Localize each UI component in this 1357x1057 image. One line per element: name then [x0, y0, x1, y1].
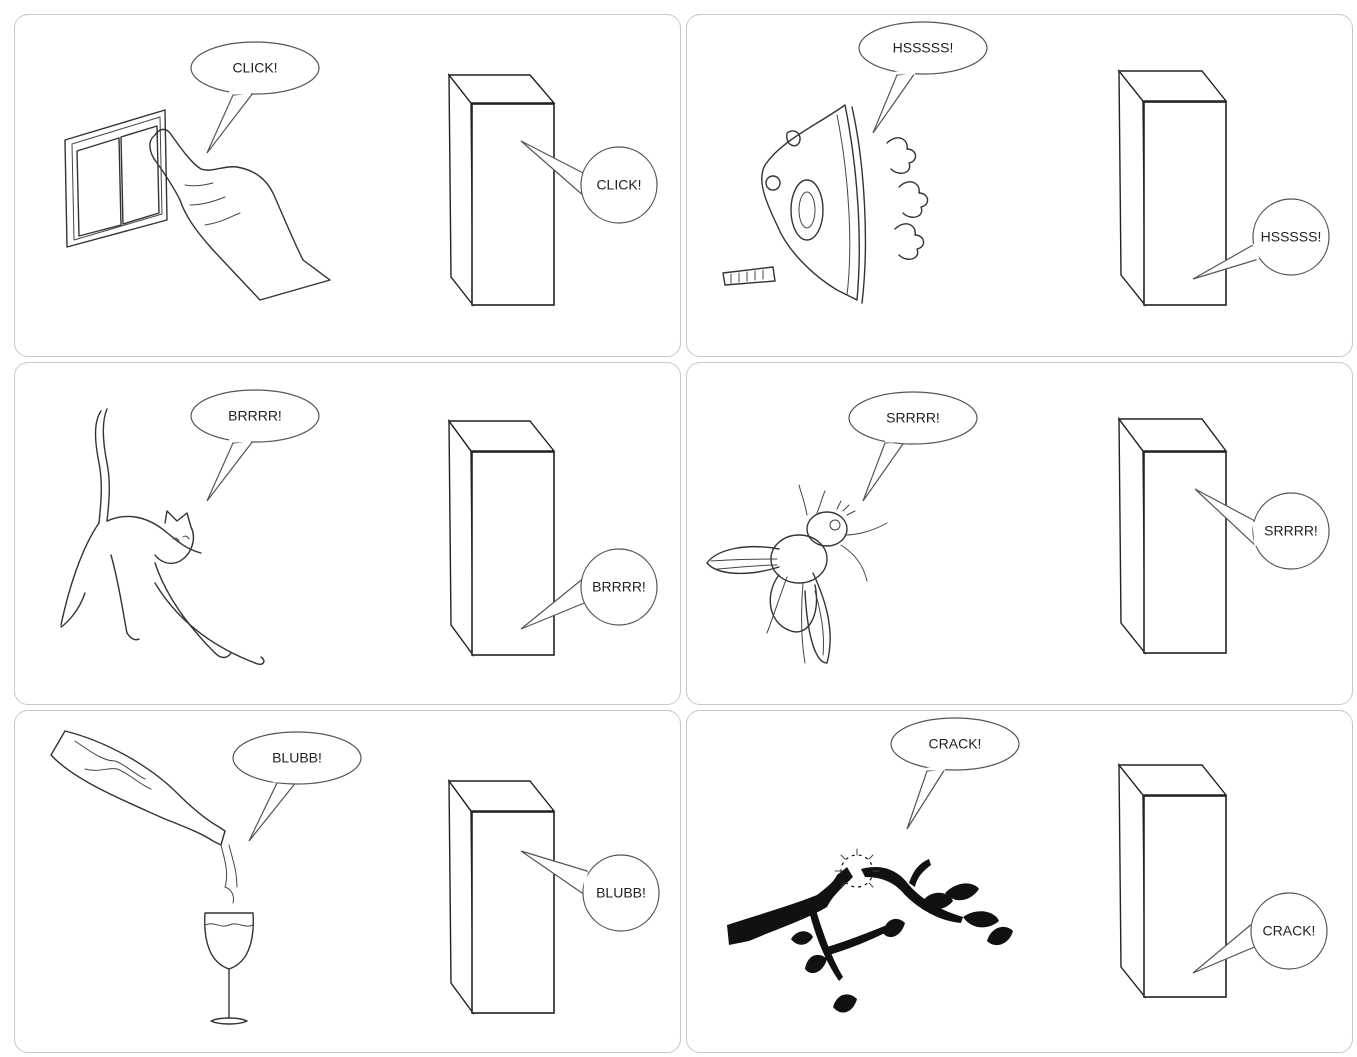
panel-blubb-drawing: BLUBB! BLUBB! — [50, 730, 660, 1025]
sound-label: HSSSSS! — [893, 40, 954, 56]
steam-iron-icon — [722, 104, 867, 304]
panel-click: CLICK! CLICK! — [14, 14, 681, 357]
panel-brrrr-drawing: BRRRR! BRRRR! — [60, 389, 658, 666]
cat-icon — [60, 408, 265, 666]
box-icon — [1117, 762, 1228, 1000]
sound-label: SRRRR! — [886, 410, 940, 426]
speech-bubble-box: CRACK! — [1192, 892, 1328, 974]
box-sound-label: CRACK! — [1263, 923, 1316, 939]
steam-puffs-icon — [886, 137, 929, 260]
panel-crack: CRACK! CRACK! — [686, 710, 1353, 1053]
box-icon — [447, 778, 556, 1016]
sound-label: CLICK! — [232, 60, 277, 76]
panel-click-drawing: CLICK! CLICK! — [64, 41, 658, 308]
box-sound-label: BLUBB! — [596, 885, 646, 901]
box-icon — [447, 72, 556, 308]
hand-icon — [149, 128, 331, 301]
panel-brrrr: BRRRR! BRRRR! — [14, 362, 681, 705]
speech-bubble-box: CLICK! — [520, 140, 658, 224]
box-sound-label: BRRRR! — [592, 579, 646, 595]
speech-bubble-top: BRRRR! — [190, 389, 320, 502]
speech-bubble-top: BLUBB! — [232, 731, 362, 842]
speech-bubble-top: HSSSSS! — [858, 21, 988, 134]
speech-bubble-box: BLUBB! — [520, 850, 660, 932]
speech-bubble-top: CLICK! — [190, 41, 320, 154]
panel-hssss: HSSSSS! HSSSSS! — [686, 14, 1353, 357]
speech-bubble-top: SRRRR! — [848, 391, 978, 502]
box-sound-label: CLICK! — [596, 177, 641, 193]
speech-bubble-box: SRRRR! — [1194, 488, 1330, 570]
bottle-icon — [50, 730, 226, 846]
panel-srrrr: SRRRR! SRRRR! — [686, 362, 1353, 705]
panel-hssss-drawing: HSSSSS! HSSSSS! — [722, 21, 1330, 308]
speech-bubble-box: BRRRR! — [520, 548, 658, 630]
box-sound-label: SRRRR! — [1264, 523, 1318, 539]
wine-glass-icon — [204, 912, 254, 1025]
crack-burst-icon — [834, 848, 880, 888]
fly-icon — [706, 484, 888, 664]
branch-icon — [727, 859, 1013, 1013]
pour-stream-icon — [220, 844, 238, 904]
speech-bubble-top: CRACK! — [890, 717, 1020, 830]
box-sound-label: HSSSSS! — [1261, 229, 1322, 245]
speech-bubble-box: HSSSSS! — [1192, 198, 1330, 280]
light-switch-icon — [64, 109, 168, 248]
panel-blubb: BLUBB! BLUBB! — [14, 710, 681, 1053]
box-icon — [1117, 416, 1228, 656]
sound-label: BLUBB! — [272, 750, 322, 766]
sound-label: BRRRR! — [228, 408, 282, 424]
sound-label: CRACK! — [929, 736, 982, 752]
panel-crack-drawing: CRACK! CRACK! — [727, 717, 1328, 1013]
panel-srrrr-drawing: SRRRR! SRRRR! — [706, 391, 1330, 664]
